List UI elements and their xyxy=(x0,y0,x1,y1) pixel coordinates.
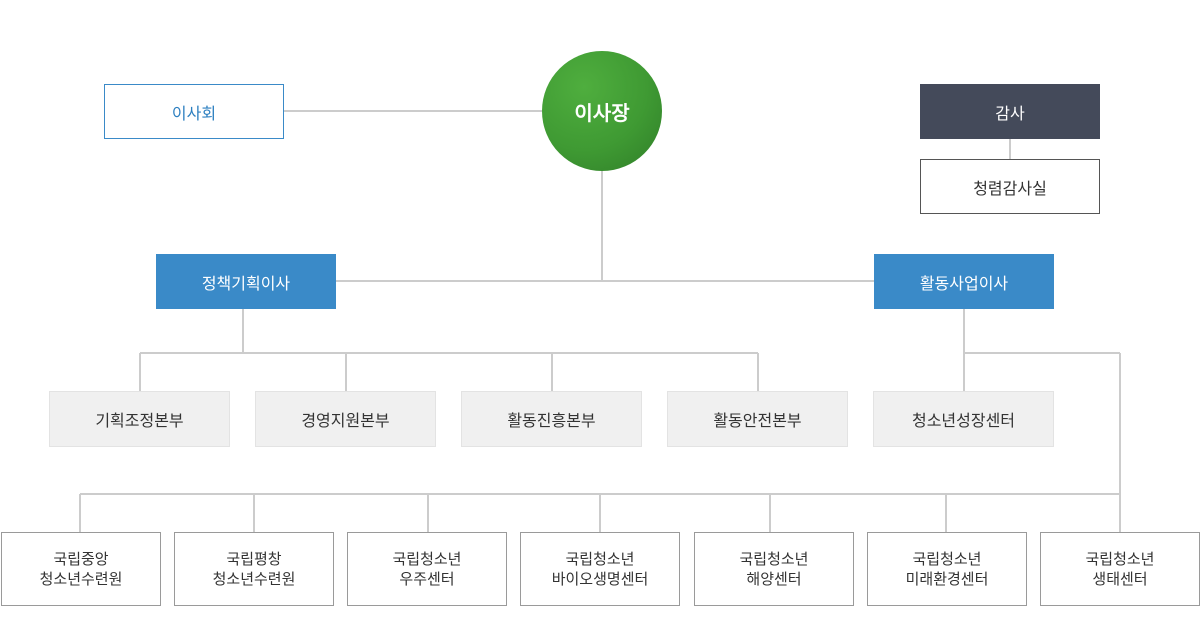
center-line-2: 바이오생명센터 xyxy=(551,570,649,588)
center-line-1: 국립청소년 xyxy=(1085,550,1155,568)
director-activity-label: 활동사업이사 xyxy=(919,273,1009,293)
center-box: 국립청소년 생태센터 xyxy=(1040,532,1200,606)
center-line-2: 해양센터 xyxy=(746,570,802,588)
department-label: 청소년성장센터 xyxy=(911,411,1016,430)
department-box: 청소년성장센터 xyxy=(873,391,1054,447)
integrity-office-label: 청렴감사실 xyxy=(973,178,1047,198)
center-line-1: 국립평창 xyxy=(226,550,282,568)
department-label: 활동진흥본부 xyxy=(507,411,596,430)
department-box: 경영지원본부 xyxy=(255,391,436,447)
department-label: 활동안전본부 xyxy=(713,411,802,430)
center-box: 국립청소년 바이오생명센터 xyxy=(520,532,680,606)
department-label: 경영지원본부 xyxy=(301,411,390,430)
center-box: 국립평창 청소년수련원 xyxy=(174,532,334,606)
department-box: 활동안전본부 xyxy=(667,391,848,447)
director-policy-box: 정책기획이사 xyxy=(156,254,336,309)
department-label: 기획조정본부 xyxy=(95,411,184,430)
center-box: 국립중앙 청소년수련원 xyxy=(1,532,161,606)
center-line-2: 청소년수련원 xyxy=(212,570,296,588)
center-line-1: 국립청소년 xyxy=(392,550,462,568)
chairman-circle: 이사장 xyxy=(542,51,662,171)
center-box: 국립청소년 우주센터 xyxy=(347,532,507,606)
department-box: 기획조정본부 xyxy=(49,391,230,447)
center-line-2: 청소년수련원 xyxy=(39,570,123,588)
center-line-1: 국립청소년 xyxy=(739,550,809,568)
department-box: 활동진흥본부 xyxy=(461,391,642,447)
director-activity-box: 활동사업이사 xyxy=(874,254,1054,309)
center-line-2: 우주센터 xyxy=(399,570,455,588)
center-line-2: 미래환경센터 xyxy=(905,570,989,588)
center-box: 국립청소년 해양센터 xyxy=(694,532,854,606)
board-label: 이사회 xyxy=(171,103,217,123)
center-line-1: 국립중앙 xyxy=(53,550,109,568)
board-box: 이사회 xyxy=(104,84,284,139)
audit-box: 감사 xyxy=(920,84,1100,139)
center-line-1: 국립청소년 xyxy=(912,550,982,568)
center-line-2: 생태센터 xyxy=(1092,570,1148,588)
audit-label: 감사 xyxy=(995,103,1025,123)
center-line-1: 국립청소년 xyxy=(565,550,635,568)
integrity-office-box: 청렴감사실 xyxy=(920,159,1100,214)
director-policy-label: 정책기획이사 xyxy=(201,273,291,293)
center-box: 국립청소년 미래환경센터 xyxy=(867,532,1027,606)
chairman-label: 이사장 xyxy=(574,100,630,125)
